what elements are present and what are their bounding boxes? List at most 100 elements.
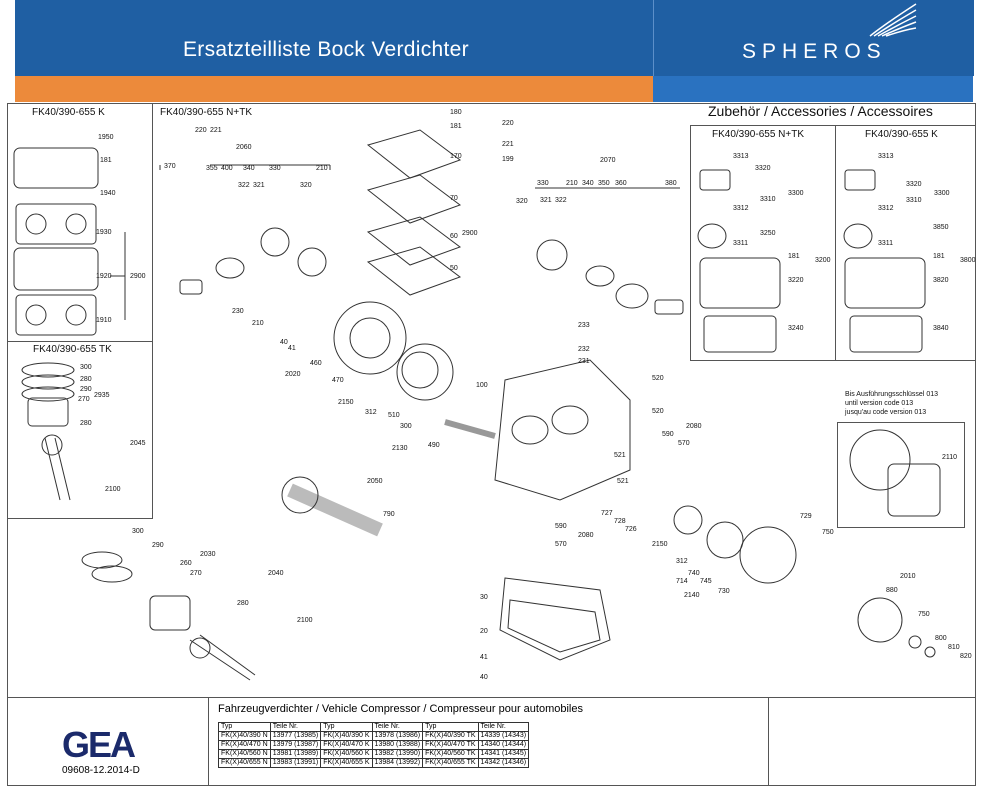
part-number: 1910 bbox=[96, 317, 112, 324]
table-cell: FK(X)40/655 N bbox=[218, 758, 271, 768]
part-number: 2030 bbox=[200, 551, 216, 558]
part-number: 50 bbox=[450, 265, 458, 272]
table-cell: FK(X)40/655 K bbox=[320, 758, 373, 768]
part-number: 2050 bbox=[367, 478, 383, 485]
part-number: 2130 bbox=[392, 445, 408, 452]
part-number: 232 bbox=[578, 346, 590, 353]
table-header-cell: Teile Nr. bbox=[269, 722, 322, 732]
part-number: 800 bbox=[935, 635, 947, 642]
divider bbox=[7, 518, 152, 519]
version-box bbox=[837, 422, 965, 528]
part-number: 1940 bbox=[100, 190, 116, 197]
part-number: 3840 bbox=[933, 325, 949, 332]
part-number: 2935 bbox=[94, 392, 110, 399]
divider bbox=[768, 697, 769, 786]
part-number: 510 bbox=[388, 412, 400, 419]
part-number: 750 bbox=[918, 611, 930, 618]
part-number: 3311 bbox=[878, 240, 894, 247]
part-number: 460 bbox=[310, 360, 322, 367]
part-number: 3310 bbox=[760, 196, 776, 203]
part-number: 270 bbox=[78, 396, 90, 403]
version-note-de: Bis Ausführungsschlüssel 013 bbox=[845, 391, 938, 398]
version-note-fr: jusqu'au code version 013 bbox=[845, 409, 927, 416]
part-number: 220 bbox=[502, 120, 514, 127]
part-number: 20 bbox=[480, 628, 488, 635]
part-number: 590 bbox=[662, 431, 674, 438]
part-number-table: Typ Teile Nr. Typ Teile Nr. Typ Teile Nr… bbox=[218, 722, 530, 768]
header-orange-stripe bbox=[15, 76, 653, 102]
acc-k-title: FK40/390-655 K bbox=[865, 129, 938, 140]
part-number: 3850 bbox=[933, 224, 949, 231]
table-cell: 14340 (14344) bbox=[477, 740, 530, 750]
part-number: 290 bbox=[152, 542, 164, 549]
table-row: FK(X)40/655 N 13983 (13991) FK(X)40/655 … bbox=[218, 758, 530, 768]
gasket-icon bbox=[15, 203, 97, 245]
part-number: 300 bbox=[400, 423, 412, 430]
table-cell: FK(X)40/470 TK bbox=[422, 740, 479, 750]
part-number: 40 bbox=[480, 674, 488, 681]
bearing-cover-icon bbox=[739, 526, 797, 584]
part-number: 520 bbox=[652, 375, 664, 382]
part-number: 3300 bbox=[934, 190, 950, 197]
part-number: 2100 bbox=[105, 486, 121, 493]
part-number: 2010 bbox=[900, 573, 916, 580]
part-number: 221 bbox=[210, 127, 222, 134]
part-number: 810 bbox=[948, 644, 960, 651]
footer-title: Fahrzeugverdichter / Vehicle Compressor … bbox=[218, 703, 583, 715]
table-row: FK(X)40/560 N 13981 (13989) FK(X)40/560 … bbox=[218, 749, 530, 759]
part-number: 220 bbox=[195, 127, 207, 134]
part-number: 2900 bbox=[462, 230, 478, 237]
part-number: 210 bbox=[566, 180, 578, 187]
part-number: 3820 bbox=[933, 277, 949, 284]
part-number: 490 bbox=[428, 442, 440, 449]
part-number: 2020 bbox=[285, 371, 301, 378]
part-number: 400 bbox=[221, 165, 233, 172]
part-number: 2080 bbox=[686, 423, 702, 430]
part-number: 750 bbox=[822, 529, 834, 536]
part-number: 740 bbox=[688, 570, 700, 577]
spheros-logo-icon bbox=[869, 3, 917, 37]
flange-icon bbox=[857, 597, 903, 643]
part-number: 521 bbox=[614, 452, 626, 459]
part-number: 380 bbox=[665, 180, 677, 187]
part-number: 1920 bbox=[96, 273, 112, 280]
part-number: 321 bbox=[253, 182, 265, 189]
part-number: 370 bbox=[164, 163, 176, 170]
accessories-title: Zubehör / Accessories / Accessoires bbox=[708, 103, 933, 119]
part-number: 3320 bbox=[755, 165, 771, 172]
divider bbox=[208, 697, 209, 786]
table-header-cell: Typ bbox=[320, 722, 373, 732]
oil-sump-icon bbox=[499, 577, 611, 661]
part-number: 280 bbox=[80, 420, 92, 427]
table-cell: 14341 (14345) bbox=[477, 749, 530, 759]
part-number: 355 bbox=[206, 165, 218, 172]
table-cell: 14342 (14346) bbox=[477, 758, 530, 768]
part-number: 41 bbox=[288, 345, 296, 352]
table-header-row: Typ Teile Nr. Typ Teile Nr. Typ Teile Nr… bbox=[218, 722, 530, 732]
part-number: 3320 bbox=[906, 181, 922, 188]
part-number: 590 bbox=[555, 523, 567, 530]
part-number: 360 bbox=[615, 180, 627, 187]
part-number: 726 bbox=[625, 526, 637, 533]
part-number: 2110 bbox=[942, 454, 958, 461]
accessories-box bbox=[690, 125, 976, 361]
part-number: 41 bbox=[480, 654, 488, 661]
part-number: 3310 bbox=[906, 197, 922, 204]
part-number: 199 bbox=[502, 156, 514, 163]
crankcase-icon bbox=[494, 359, 631, 501]
panel-ntk-title: FK40/390-655 N+TK bbox=[160, 107, 252, 118]
part-number: 180 bbox=[450, 109, 462, 116]
gasket-icon bbox=[15, 294, 97, 336]
part-number: 70 bbox=[450, 195, 458, 202]
gea-logo: GEA bbox=[62, 724, 136, 765]
part-number: 3312 bbox=[878, 205, 894, 212]
version-note-en: until version code 013 bbox=[845, 400, 914, 407]
table-cell: FK(X)40/470 N bbox=[218, 740, 271, 750]
part-number: 312 bbox=[676, 558, 688, 565]
acc-ntk-title: FK40/390-655 N+TK bbox=[712, 129, 804, 140]
part-number: 280 bbox=[237, 600, 249, 607]
part-number: 2070 bbox=[600, 157, 616, 164]
page-title: Ersatzteilliste Bock Verdichter bbox=[183, 38, 469, 61]
table-header-cell: Typ bbox=[218, 722, 271, 732]
part-number: 230 bbox=[232, 308, 244, 315]
